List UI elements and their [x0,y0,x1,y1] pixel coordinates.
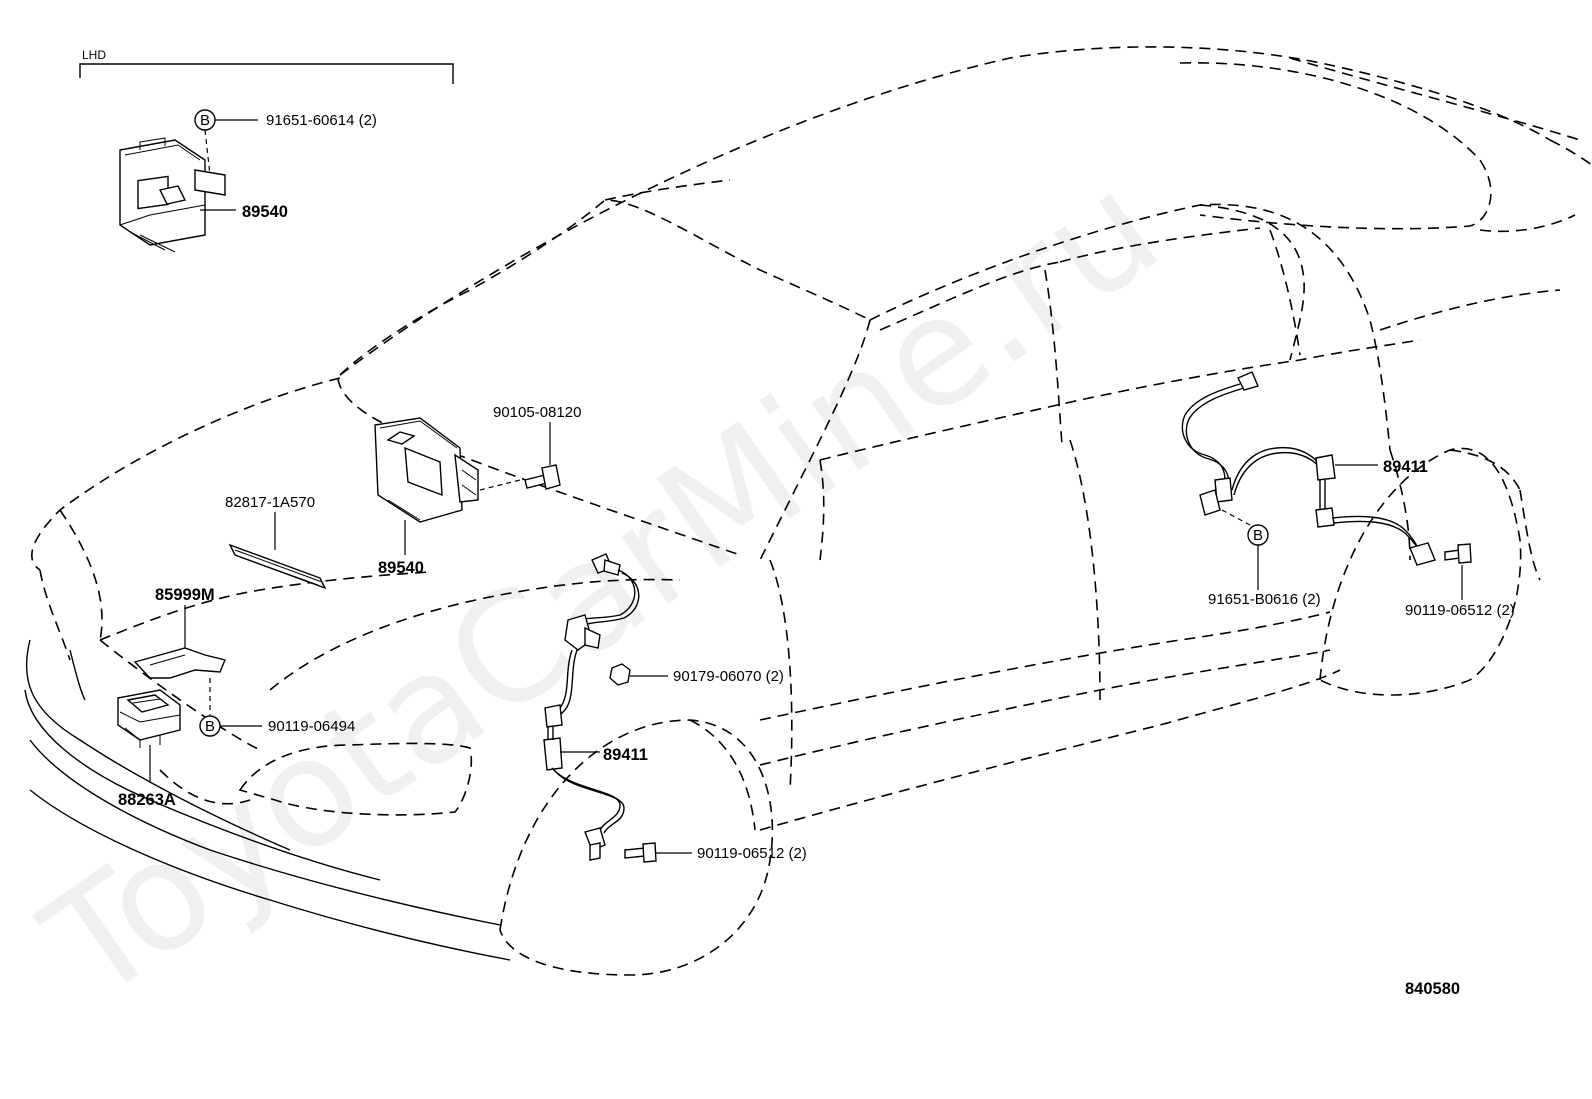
wire-82817-1a570: 82817-1A570 [225,494,327,590]
bolt-90105-08120: 90105-08120 [493,404,581,490]
part-number-89540-main: 89540 [378,559,424,577]
svg-text:85999M: 85999M [155,586,215,604]
clip-90179-06070: 90179-06070 (2) [609,663,784,686]
lhd-bolt-callout: B 91651-60614 (2) [194,109,377,176]
lhd-group: LHD [79,48,454,84]
bolt-90119-06494: B 90119-06494 [199,715,355,737]
bolt-rear-90119-06512: 90119-06512 (2) [1405,543,1515,619]
computer-lhd: 89540 [119,137,288,253]
bolt-front-90119-06512: 90119-06512 (2) [624,842,807,863]
svg-text:B: B [205,718,215,735]
svg-text:88263A: 88263A [118,791,176,809]
rear-speed-sensor: 89411 [1181,371,1436,566]
figure-number: 840580 [1405,980,1460,998]
svg-text:90119-06512 (2): 90119-06512 (2) [1405,602,1515,619]
computer-main: 89540 [374,417,521,577]
part-number-89540-lhd: 89540 [242,203,288,221]
svg-text:90119-06512 (2): 90119-06512 (2) [697,845,807,862]
front-speed-sensor: 89411 [543,553,648,861]
svg-text:B: B [1253,527,1263,544]
bracket-85999m: 85999M [133,586,226,715]
svg-text:82817-1A570: 82817-1A570 [225,494,315,511]
svg-text:91651-B0616 (2): 91651-B0616 (2) [1208,591,1321,608]
svg-text:90179-06070 (2): 90179-06070 (2) [673,668,784,685]
svg-text:90105-08120: 90105-08120 [493,404,581,421]
part-number-89411-rear: 89411 [1383,458,1428,476]
relay-88263a: 88263A [117,689,181,809]
part-number-89411-front: 89411 [603,746,648,764]
car-outline [24,46,1592,976]
bolt-91651-b0616: B 91651-B0616 (2) [1208,524,1321,608]
svg-text:B: B [200,112,210,129]
part-number-91651-60614: 91651-60614 (2) [266,112,377,129]
lhd-label: LHD [82,48,106,62]
svg-text:90119-06494: 90119-06494 [268,718,355,735]
